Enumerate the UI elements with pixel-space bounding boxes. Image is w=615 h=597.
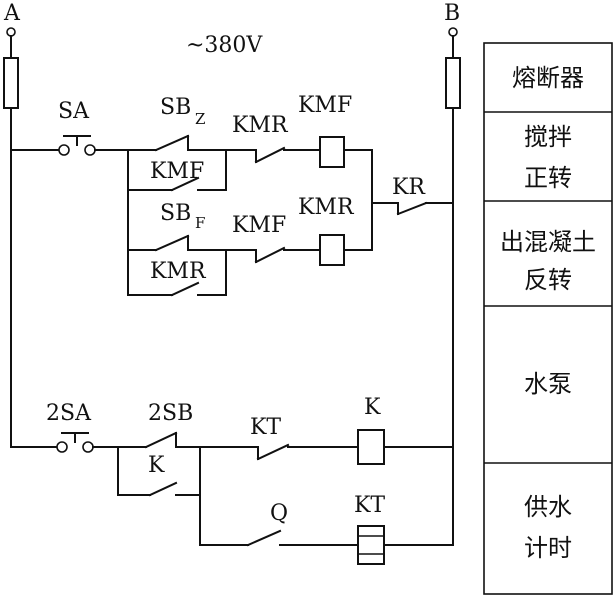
sa-label: SA bbox=[58, 99, 90, 124]
k-hold-label: K bbox=[148, 453, 165, 478]
phase-b-label: B bbox=[444, 1, 460, 26]
kt-contact-blade bbox=[256, 443, 290, 461]
sbz-sub: Z bbox=[195, 110, 205, 128]
sbf-blade bbox=[154, 234, 190, 252]
2sb-label: 2SB bbox=[148, 401, 193, 426]
kmr-interlock-blade bbox=[254, 146, 286, 164]
k-coil bbox=[357, 429, 385, 465]
sbz-blade bbox=[154, 134, 190, 152]
kmf-interlock-blade bbox=[254, 246, 286, 264]
legend-table bbox=[483, 42, 613, 595]
kmf-interlock-label: KMF bbox=[232, 213, 286, 238]
2sb-blade bbox=[144, 431, 178, 449]
legend-mix-line2: 正转 bbox=[524, 164, 572, 192]
fuse-a bbox=[3, 57, 19, 109]
kmf-coil bbox=[319, 136, 345, 168]
kr-blade bbox=[396, 201, 428, 216]
kmr-hold-blade bbox=[170, 281, 200, 297]
terminal-a bbox=[6, 27, 16, 37]
kmr-interlock-label: KMR bbox=[232, 113, 289, 138]
k-coil-label: K bbox=[364, 395, 381, 420]
2sa-label: 2SA bbox=[46, 401, 92, 426]
legend-water-line2: 计时 bbox=[524, 534, 572, 562]
kt-coil bbox=[357, 525, 385, 565]
sa-contact-left bbox=[58, 144, 70, 156]
2sa-contact-right bbox=[82, 441, 94, 453]
sbf-label: SB bbox=[160, 201, 191, 226]
kt-coil-label: KT bbox=[354, 493, 385, 518]
q-label: Q bbox=[270, 501, 288, 526]
kmf-hold-label: KMF bbox=[150, 159, 204, 184]
kmf-coil-label: KMF bbox=[298, 93, 352, 118]
sbf-sub: F bbox=[195, 214, 205, 232]
kmr-coil bbox=[319, 234, 345, 266]
sbz-label: SB bbox=[160, 95, 191, 120]
legend-pump: 水泵 bbox=[524, 370, 572, 398]
phase-a-label: A bbox=[3, 1, 21, 26]
fuse-b bbox=[445, 57, 461, 109]
q-blade bbox=[246, 529, 282, 547]
kmr-coil-label: KMR bbox=[298, 195, 355, 220]
kr-label: KR bbox=[392, 175, 426, 200]
legend-mix-line1: 搅拌 bbox=[524, 123, 572, 151]
terminal-b bbox=[448, 27, 458, 37]
kmf-hold-blade bbox=[170, 176, 200, 192]
kt-contact-label: KT bbox=[250, 415, 281, 440]
2sa-contact-left bbox=[56, 441, 68, 453]
k-hold-blade bbox=[148, 481, 178, 497]
legend-water-line1: 供水 bbox=[524, 493, 572, 521]
kmr-hold-label: KMR bbox=[150, 259, 207, 284]
legend-discharge-line2: 反转 bbox=[524, 266, 572, 294]
supply-voltage: ~380V bbox=[186, 33, 263, 58]
legend-fuse: 熔断器 bbox=[512, 64, 584, 92]
sa-contact-right bbox=[84, 144, 96, 156]
legend-discharge-line1: 出混凝土 bbox=[500, 228, 596, 256]
